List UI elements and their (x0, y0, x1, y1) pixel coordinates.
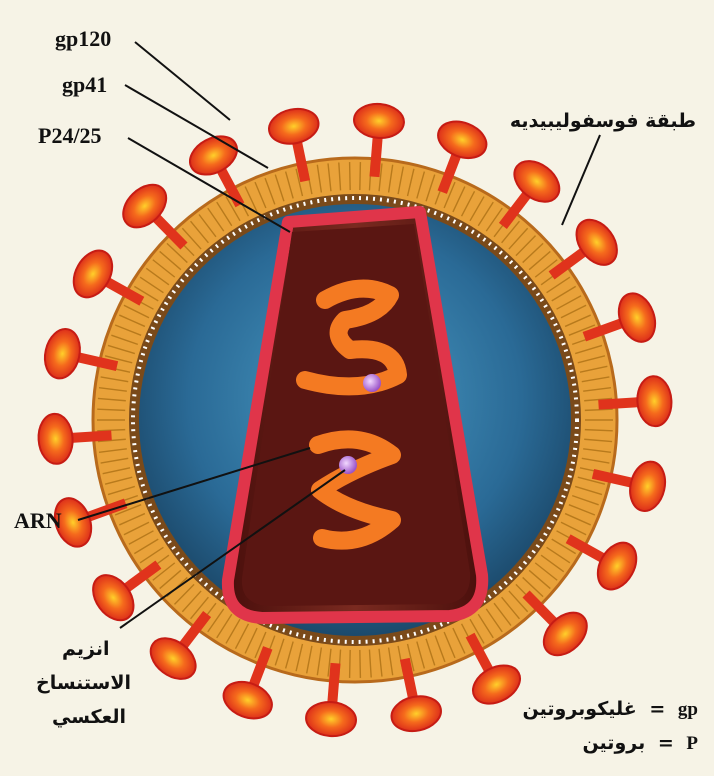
gp120-head (218, 675, 277, 725)
legend-gp: غليكوبروتين = gp (523, 698, 698, 721)
legend-equals: = (658, 732, 674, 754)
label-p24: P24/25 (38, 123, 102, 149)
membrane-stripe (360, 650, 361, 678)
reverse-transcriptase-enzyme (363, 374, 381, 392)
gp120-head (625, 458, 669, 514)
gp120-head (37, 413, 74, 465)
label-gp120: gp120 (55, 26, 111, 52)
legend-gp-term: gp (678, 699, 698, 720)
membrane-stripe (360, 162, 361, 190)
gp120-head (388, 692, 444, 735)
legend-p-meaning: بروتين (582, 732, 645, 754)
gp120-head (636, 375, 673, 427)
label-enzyme-line2: الاستنساخ (36, 672, 131, 694)
legend-equals: = (649, 698, 665, 720)
label-phospholipid: طبقة فوسفوليبيديه (510, 110, 696, 132)
label-enzyme-line1: انزيم (62, 638, 110, 660)
label-arn: ARN (14, 508, 62, 534)
leader-line-gp120 (135, 42, 230, 120)
label-gp41: gp41 (62, 72, 107, 98)
gp120-head (590, 536, 644, 596)
label-enzyme-line3: العكسي (52, 706, 126, 728)
gp120-head (305, 700, 358, 738)
gp120-head (66, 244, 120, 304)
gp120-head (568, 212, 625, 272)
legend-p-term: P (686, 733, 698, 754)
gp120-head (40, 326, 84, 382)
leader-line-phospholipid (562, 135, 600, 225)
gp120-head (266, 105, 322, 148)
legend-gp-meaning: غليكوبروتين (523, 698, 637, 720)
gp120-head (353, 102, 406, 140)
membrane-stripe (350, 162, 351, 190)
gp120-head (612, 288, 661, 347)
gp120-head (433, 115, 492, 165)
gp120-head (466, 658, 526, 712)
legend-p: بروتين = P (582, 732, 698, 755)
membrane-stripe (350, 650, 351, 678)
